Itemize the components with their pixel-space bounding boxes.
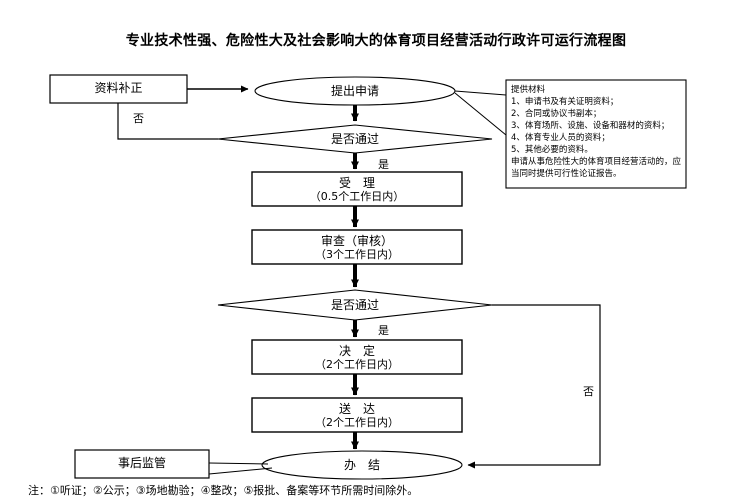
page-footnote: 注：①听证；②公示；③场地勘验；④整改；⑤报批、备案等环节所需时间除外。 (28, 484, 419, 497)
branch-label-decision1-yes: 是 (378, 158, 389, 171)
branch-label-decision1-no: 否 (133, 112, 144, 125)
node-acceptance-shape[interactable] (251, 171, 463, 207)
connector-decision2-no-to-completed (467, 304, 601, 469)
node-post-supervision-shape[interactable] (74, 449, 210, 479)
connector-completed-to-post-supervision-upper (208, 462, 269, 465)
page-title: 专业技术性强、危险性大及社会影响大的体育项目经营活动行政许可运行流程图 (125, 33, 627, 49)
node-delivery-shape[interactable] (251, 397, 463, 433)
node-submit-application-shape[interactable] (254, 76, 456, 106)
note-callout-leader-upper (454, 90, 507, 96)
branch-label-decision2-yes: 是 (378, 324, 389, 337)
node-completed-shape[interactable] (261, 450, 463, 480)
node-decision-1-shape[interactable] (217, 124, 493, 154)
node-decision-shape[interactable] (251, 339, 463, 375)
note-box-shape (505, 79, 687, 189)
note-callout-leader-lower (454, 92, 507, 136)
connector-decision1-no-to-correction (117, 103, 218, 140)
node-review-shape[interactable] (251, 229, 463, 265)
branch-label-decision2-no: 否 (583, 385, 594, 398)
node-data-correction-shape[interactable] (49, 74, 188, 104)
note-box-text: 提供材料 1、申请书及有关证明资料； 2、合同或协议书副本； 3、体育场所、设施… (511, 85, 682, 180)
connector-completed-to-post-supervision-lower (208, 467, 273, 475)
node-decision-2-shape[interactable] (217, 289, 493, 321)
